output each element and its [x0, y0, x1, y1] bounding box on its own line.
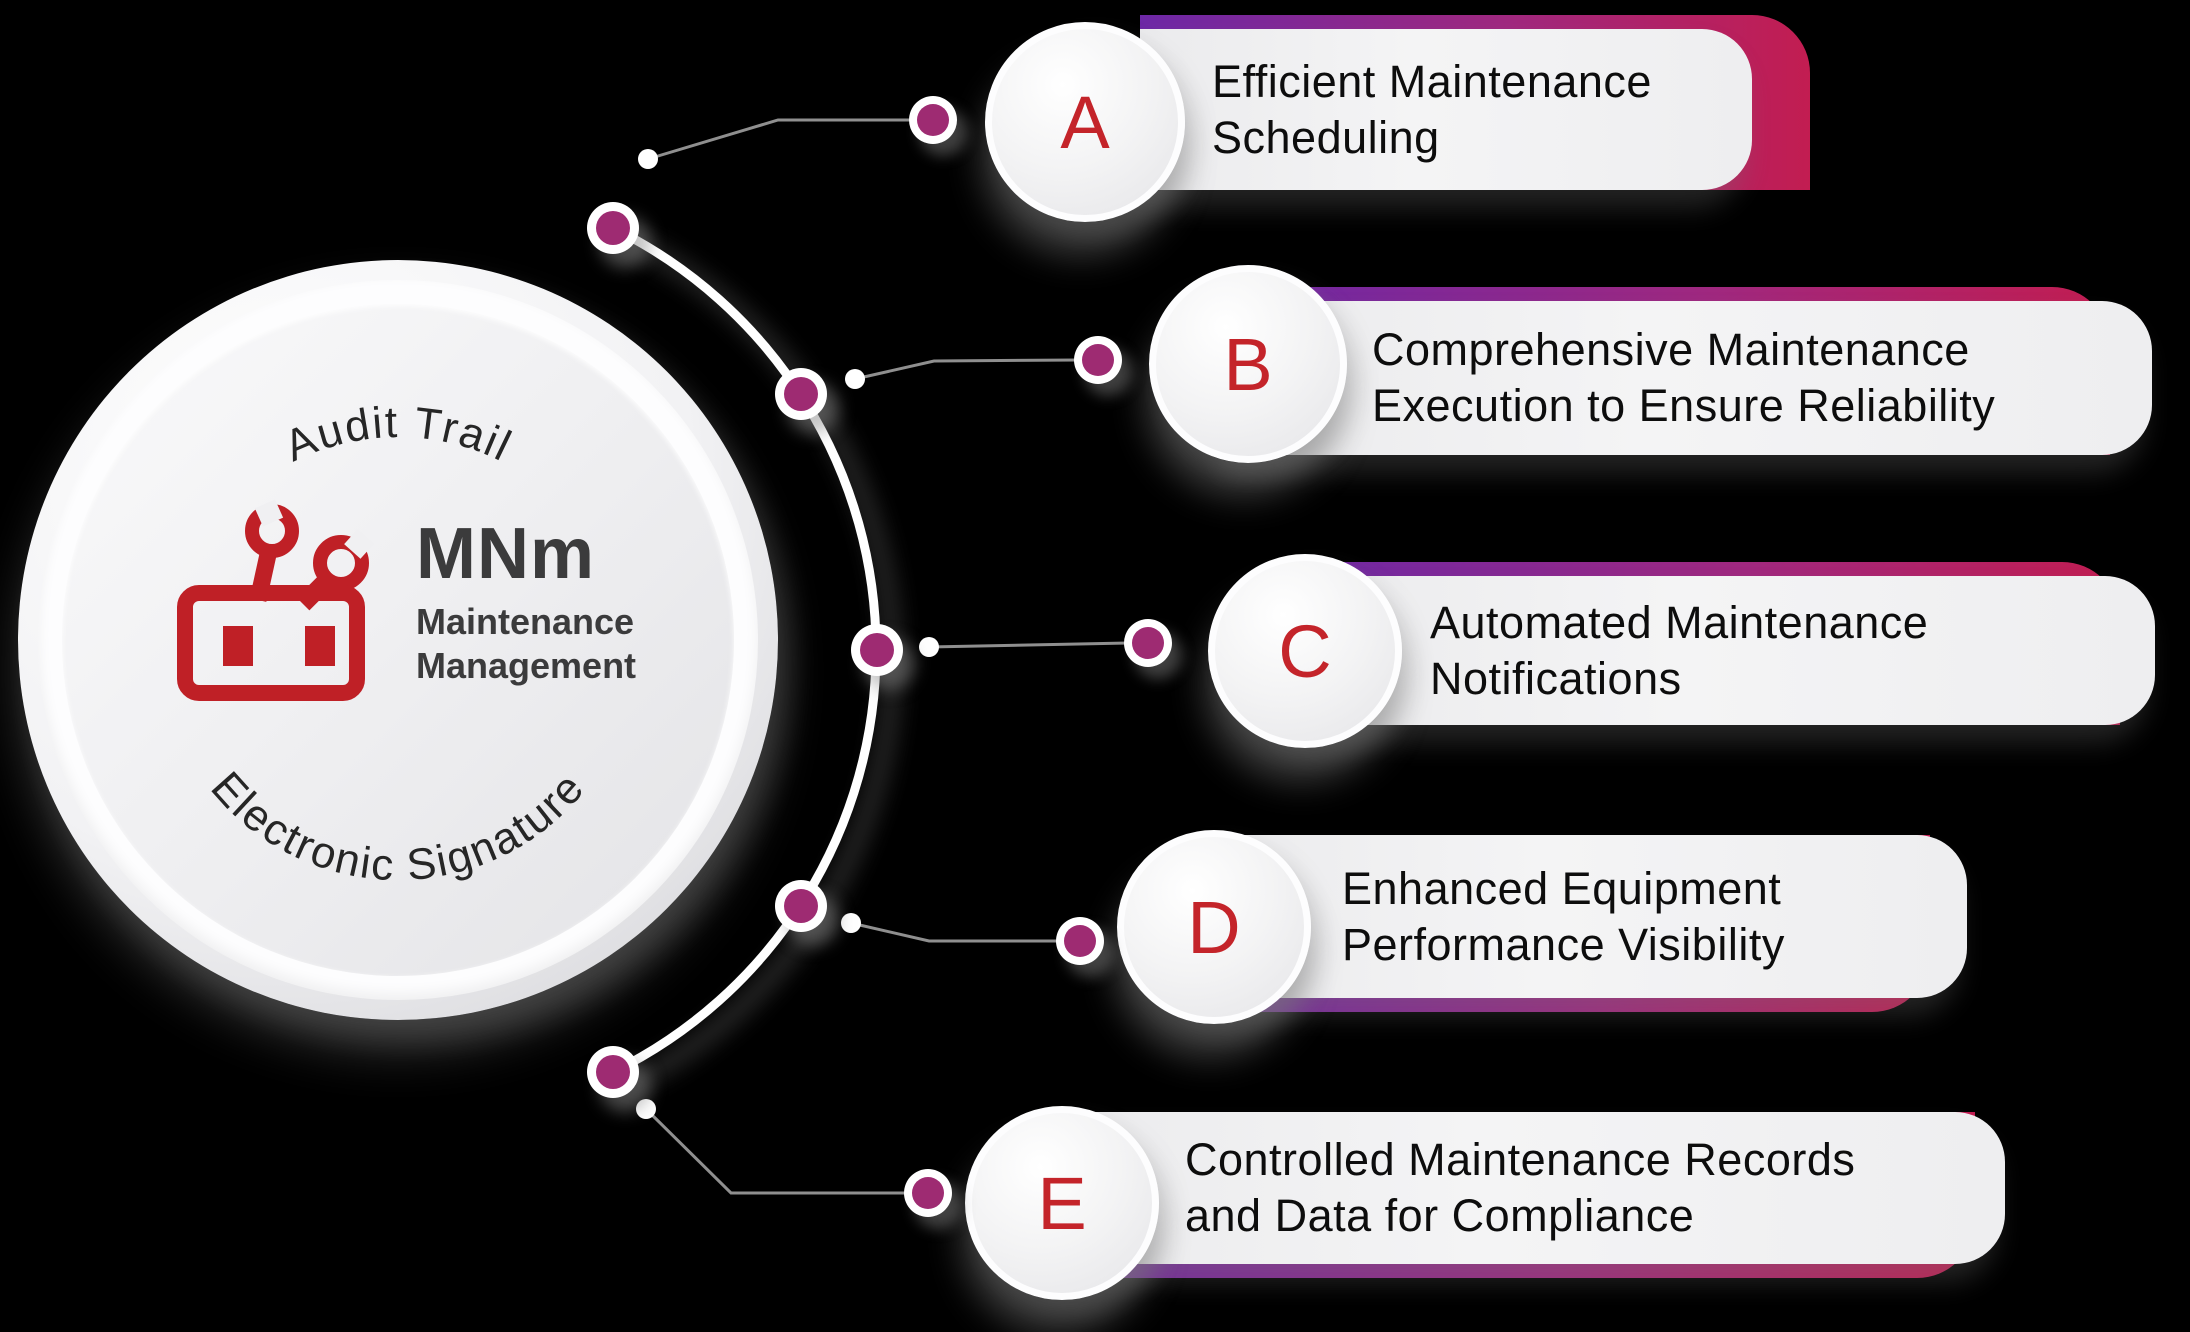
row-anchor-dot-d: [1056, 917, 1104, 965]
item-e-line2: and Data for Compliance: [1185, 1190, 1695, 1241]
electronic-signature-curved-label: Electronic Signature: [202, 763, 595, 891]
item-letter-badge-e: E: [965, 1106, 1159, 1300]
central-title-block: MNm Maintenance Management: [416, 514, 636, 688]
central-circle: [18, 260, 778, 1020]
row-anchor-dot-b-core: [1082, 344, 1114, 376]
item-letter-d: D: [1187, 885, 1241, 969]
arc-node-dot-c: [851, 624, 903, 676]
item-c-line2: Notifications: [1430, 652, 1682, 704]
item-letter-c: C: [1278, 609, 1332, 693]
item-letter-badge-d: D: [1117, 830, 1311, 1024]
toolbox-wrench-icon: [177, 499, 374, 701]
row-anchor-dot-e-core: [912, 1177, 944, 1209]
item-c-line1: Automated Maintenance: [1430, 596, 1929, 648]
item-b-line1: Comprehensive Maintenance: [1372, 324, 1970, 375]
connector-line-d: [850, 921, 1060, 943]
arc-node-dot-c-core: [860, 633, 894, 667]
item-letter-badge-c: C: [1208, 554, 1402, 748]
row-anchor-dot-b: [1074, 336, 1122, 384]
joint-dot-e: [636, 1099, 656, 1119]
arc-node-dot-e-core: [596, 1055, 630, 1089]
item-letter-e: E: [1037, 1161, 1087, 1245]
item-letter-badge-b: B: [1149, 265, 1347, 463]
item-letter-badge-a: A: [985, 22, 1185, 222]
connector-line-b: [854, 358, 1079, 381]
item-b-line2: Execution to Ensure Reliability: [1372, 380, 1996, 431]
joint-dot-d: [841, 913, 861, 933]
item-letter-a: A: [1060, 80, 1110, 164]
row-anchor-dot-c-core: [1132, 627, 1164, 659]
connector-line-c: [928, 641, 1129, 649]
audit-trail-curved-label: Audit Trail: [278, 398, 520, 471]
connector-lines: [644, 118, 1129, 1195]
joint-dot-c: [919, 637, 939, 657]
arc-node-dot-d-core: [784, 889, 818, 923]
item-a-line2: Scheduling: [1212, 111, 1440, 163]
connector-line-a: [647, 118, 915, 161]
item-e-line1: Controlled Maintenance Records: [1185, 1134, 1856, 1185]
joint-dot-a: [638, 149, 658, 169]
row-anchor-dot-a-core: [917, 104, 949, 136]
arc-node-dot-d: [775, 880, 827, 932]
joint-dot-b: [845, 369, 865, 389]
subtitle: Maintenance Management: [416, 600, 636, 688]
arc-node-dot-e: [587, 1046, 639, 1098]
item-letter-b: B: [1223, 322, 1273, 406]
row-anchor-dot-d-core: [1064, 925, 1096, 957]
row-anchor-dot-c: [1124, 619, 1172, 667]
item-bar-e: Controlled Maintenance Records and Data …: [1050, 1112, 2005, 1264]
timeline-arc: [611, 223, 881, 1077]
arc-node-dot-b-core: [784, 377, 818, 411]
central-circle-face: [62, 304, 734, 976]
item-bar-a: Efficient Maintenance Scheduling: [1140, 29, 1752, 190]
acronym-title: MNm: [416, 514, 595, 594]
row-anchor-dot-a: [909, 96, 957, 144]
subtitle-line1: Maintenance: [416, 601, 635, 642]
item-d-line1: Enhanced Equipment: [1342, 862, 1782, 914]
item-d-line2: Performance Visibility: [1342, 918, 1785, 970]
arc-node-dot-a: [587, 202, 639, 254]
item-a-line1: Efficient Maintenance: [1212, 55, 1652, 107]
arc-node-dot-a-core: [596, 211, 630, 245]
item-bar-d: Enhanced Equipment Performance Visibilit…: [1200, 835, 1967, 998]
arc-node-dot-b: [775, 368, 827, 420]
item-bar-c: Automated Maintenance Notifications: [1290, 576, 2155, 725]
subtitle-line2: Management: [416, 645, 637, 686]
row-anchor-dot-e: [904, 1169, 952, 1217]
connector-line-e: [644, 1107, 908, 1195]
item-bar-b: Comprehensive Maintenance Execution to E…: [1230, 301, 2152, 455]
